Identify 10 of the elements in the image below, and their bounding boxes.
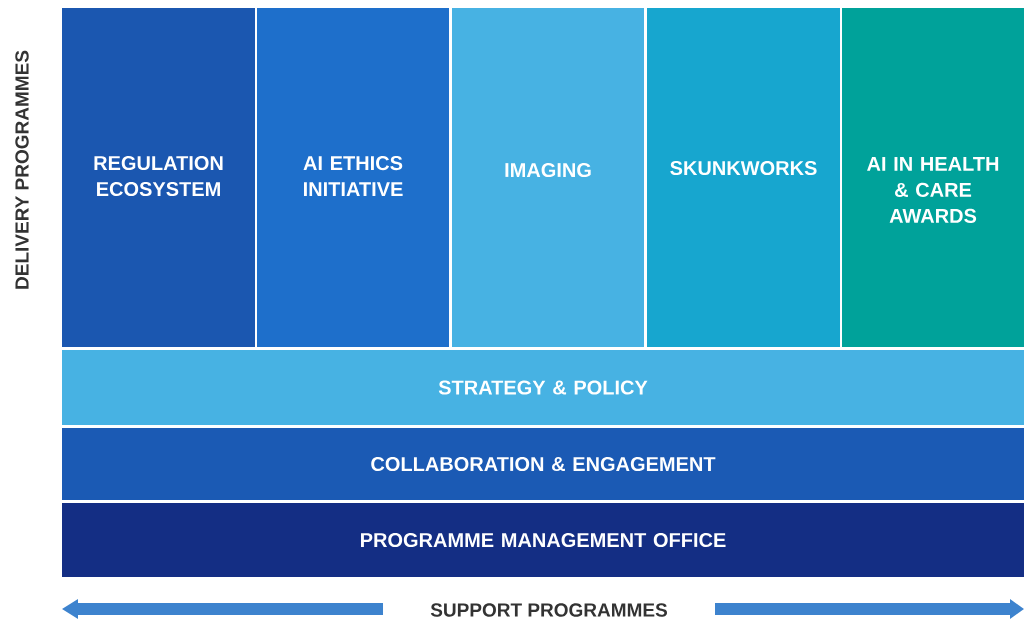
programme-band: COLLABORATION & ENGAGEMENT	[62, 428, 1024, 500]
programme-band: STRATEGY & POLICY	[62, 350, 1024, 425]
programme-box: AI IN HEALTH & CARE AWARDS	[842, 8, 1024, 347]
programme-box: SKUNKWORKS	[647, 8, 840, 347]
programme-box: IMAGING	[452, 8, 644, 347]
programme-band: PROGRAMME MANAGEMENT OFFICE	[62, 503, 1024, 577]
programme-box: AI ETHICS INITIATIVE	[257, 8, 449, 347]
side-label: DELIVERY PROGRAMMES	[15, 50, 29, 289]
programme-box: REGULATION ECOSYSTEM	[62, 8, 255, 347]
bottom-label: SUPPORT PROGRAMMES	[430, 603, 667, 617]
